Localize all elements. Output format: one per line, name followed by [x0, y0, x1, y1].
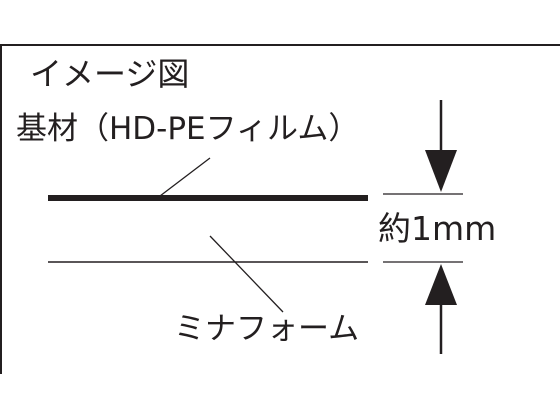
- diagram-title: イメージ図: [30, 55, 190, 93]
- base-material-label: 基材（HD-PEフィルム）: [16, 111, 360, 147]
- foam-leader-line: [209, 235, 284, 313]
- thickness-label: 約1mm: [378, 209, 497, 248]
- foam-label: ミナフォーム: [174, 311, 360, 347]
- frame-top-border: [0, 44, 560, 46]
- frame-left-border: [0, 44, 2, 374]
- down-arrow-head: [425, 150, 457, 192]
- base-leader-line: [159, 157, 211, 197]
- up-arrow-head: [425, 264, 457, 305]
